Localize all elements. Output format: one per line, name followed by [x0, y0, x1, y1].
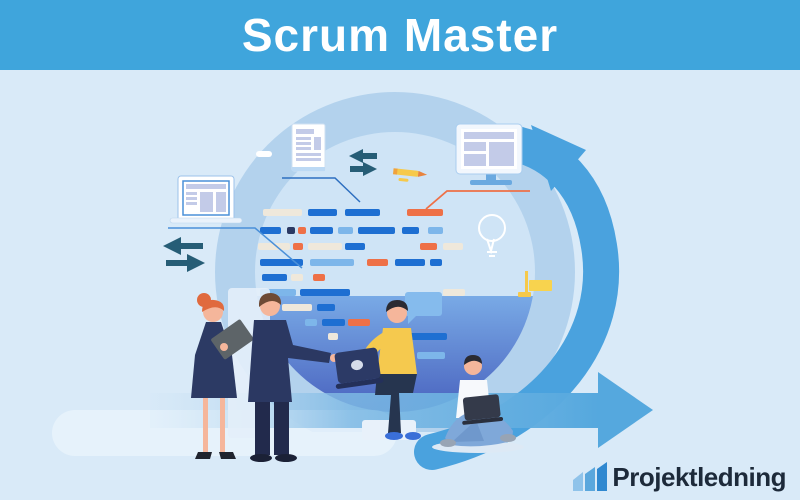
growth-bars-icon [573, 462, 608, 491]
task-bar [345, 243, 365, 250]
task-bar [300, 289, 350, 296]
pencil-icon [392, 168, 428, 182]
monitor-connector-line [425, 190, 530, 210]
sticky-note-icon [518, 271, 552, 297]
man-white-shirt [432, 355, 524, 453]
exchange-arrows-icon [163, 237, 205, 272]
task-bar [308, 209, 337, 216]
laptop-connector-line [168, 227, 303, 269]
task-bar [328, 333, 338, 340]
lap-laptop-icon-2 [462, 394, 504, 425]
task-bar [310, 259, 354, 266]
task-bar [293, 243, 303, 250]
task-bar [430, 259, 442, 266]
task-bar [305, 319, 317, 326]
task-bar [258, 243, 290, 250]
task-bar [263, 209, 302, 216]
task-bar [407, 333, 447, 340]
document-icon [282, 123, 361, 203]
task-bar [443, 289, 465, 296]
task-bar [420, 243, 437, 250]
speech-bubble-icon [405, 292, 442, 324]
document-connector-line [282, 177, 361, 203]
task-bar [313, 274, 325, 281]
task-bar [443, 243, 463, 250]
task-bar [395, 259, 425, 266]
title-banner: Scrum Master [0, 0, 800, 70]
projektledning-logo: Projektledning [572, 462, 786, 492]
lap-laptop-icon [334, 347, 384, 389]
task-bar [298, 227, 306, 234]
laptop-icon [168, 175, 303, 269]
task-bar [348, 319, 370, 326]
monitor-icon [425, 123, 530, 210]
dash-decoration [256, 151, 272, 157]
task-bar [287, 227, 295, 234]
task-bar [262, 274, 287, 281]
task-bar [282, 304, 312, 311]
woman-with-tablet [191, 293, 254, 459]
task-bar [322, 319, 345, 326]
man-in-suit [248, 293, 338, 462]
logo-text: Projektledning [612, 462, 786, 492]
task-bar [345, 209, 380, 216]
task-bar [358, 227, 395, 234]
task-board-bars [258, 209, 465, 359]
task-bar [310, 227, 333, 234]
page-title: Scrum Master [241, 9, 559, 61]
task-bar [308, 243, 342, 250]
scrum-illustration [52, 92, 653, 470]
task-bar [407, 209, 443, 216]
task-bar [338, 227, 353, 234]
task-bar [260, 227, 281, 234]
task-bar [291, 274, 303, 281]
task-bar [428, 227, 443, 234]
task-bar [417, 352, 445, 359]
task-bar [317, 304, 335, 311]
man-yellow-shirt [334, 300, 421, 440]
task-bar [402, 227, 419, 234]
task-bar [260, 259, 303, 266]
lightbulb-icon [478, 214, 506, 257]
exchange-arrows-icon-small [349, 149, 377, 176]
task-bar [367, 259, 388, 266]
